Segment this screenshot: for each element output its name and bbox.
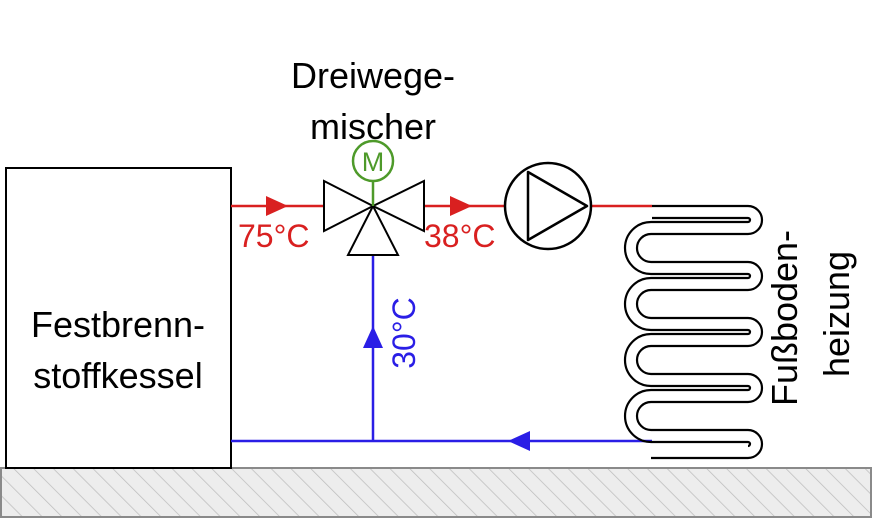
- flow-arrow-supply-2: [450, 196, 472, 216]
- pump-triangle: [526, 170, 589, 242]
- motor-circle: [351, 139, 395, 183]
- ground-slab: [0, 467, 872, 518]
- floor-label-line2: heizung: [816, 251, 857, 377]
- temp-mixed-label: 38°C: [424, 218, 496, 254]
- three-way-mixer: [323, 179, 425, 256]
- flow-arrow-supply-1: [266, 196, 288, 216]
- boiler-box: [5, 167, 232, 469]
- floor-label-line1: Fußboden-: [764, 230, 805, 406]
- floor-heating-coil-inner: [623, 216, 752, 448]
- motor-label: M: [362, 147, 385, 177]
- pump-circle: [503, 161, 593, 251]
- boiler-label-line2: stoffkessel: [33, 355, 202, 396]
- floor-heating-coil: [635, 204, 764, 460]
- temp-supply-label: 75°C: [238, 218, 310, 254]
- mixer-label-line2: mischer: [310, 106, 436, 147]
- boiler-label-line1: Festbrenn-: [31, 304, 205, 345]
- mixer-label-line1: Dreiwege-: [291, 55, 455, 96]
- flow-arrow-return-vertical: [363, 326, 383, 348]
- flow-arrow-return-horizontal: [508, 431, 530, 451]
- temp-return-label: 30°C: [386, 297, 422, 369]
